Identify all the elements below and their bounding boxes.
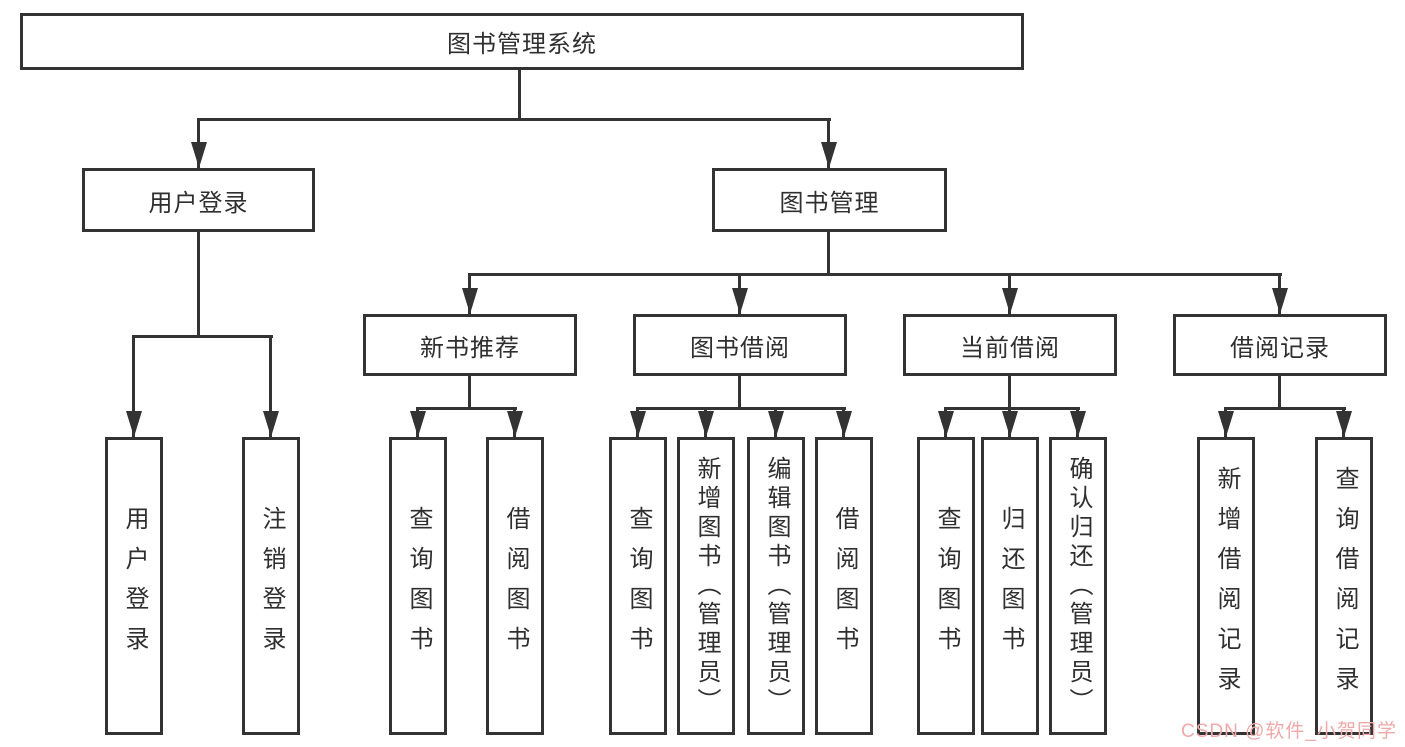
connector-arrow-drop [820, 118, 837, 168]
leaf-edit-books-admin: 编辑图书（管理员） [747, 437, 805, 735]
leaf-add-borrow-record: 新增借阅记录 [1197, 437, 1255, 735]
connector-stem-user-login [197, 232, 200, 335]
leaf-search-books-new: 查询图书 [389, 437, 447, 735]
node-label: 新书推荐 [420, 334, 520, 362]
connector-arrow-drop [1001, 407, 1018, 437]
leaf-search-books-borrowing: 查询图书 [609, 437, 667, 735]
connector-stem-book-management [827, 232, 830, 273]
connector-arrow-drop [731, 273, 748, 314]
connector-arrow-drop [125, 335, 142, 437]
connector-branch-user-login [132, 335, 273, 338]
leaf-label: 查询图书 [625, 506, 652, 666]
connector-arrow-drop [409, 407, 426, 437]
leaf-label: 查询图书 [405, 506, 432, 666]
connector-branch-new-book [416, 407, 517, 410]
connector-stem-current [1008, 376, 1011, 407]
leaf-search-books-current: 查询图书 [917, 437, 975, 735]
leaf-search-borrow-record: 查询借阅记录 [1315, 437, 1373, 735]
watermark: CSDN @软件_小贺同学 [1181, 721, 1397, 742]
connector-arrow-drop [1001, 273, 1018, 314]
node-user-login: 用户登录 [82, 168, 315, 232]
connector-arrow-drop [461, 273, 478, 314]
connector-stem-borrowing [738, 376, 741, 407]
connector-arrow-drop [937, 407, 954, 437]
connector-branch-borrowing [636, 407, 846, 410]
leaf-label: 新增借阅记录 [1213, 466, 1240, 706]
connector-branch-root [197, 118, 831, 121]
connector-arrow-drop [629, 407, 646, 437]
node-book-borrowing: 图书借阅 [633, 314, 847, 376]
node-current-borrowing: 当前借阅 [903, 314, 1117, 376]
connector-stem-records [1278, 376, 1281, 407]
leaf-label: 用户登录 [121, 506, 148, 666]
connector-arrow-drop [835, 407, 852, 437]
connector-branch-book-management [468, 273, 1282, 276]
connector-arrow-drop [262, 335, 279, 437]
node-label: 当前借阅 [960, 334, 1060, 362]
connector-branch-records [1224, 407, 1346, 410]
leaf-label: 注销登录 [258, 506, 285, 666]
connector-arrow-drop [1069, 407, 1086, 437]
node-label: 图书管理系统 [447, 31, 597, 58]
node-book-management: 图书管理 [712, 168, 947, 232]
leaf-confirm-return-admin: 确认归还（管理员） [1049, 437, 1107, 735]
node-library-system: 图书管理系统 [20, 13, 1024, 70]
connector-stem-new-book [468, 376, 471, 407]
leaf-borrow-books-new: 借阅图书 [486, 437, 544, 735]
connector-branch-current [944, 407, 1080, 410]
leaf-logout: 注销登录 [242, 437, 300, 735]
connector-arrow-drop [1271, 273, 1288, 314]
leaf-borrow-books-borrowing: 借阅图书 [815, 437, 873, 735]
leaf-add-books-admin: 新增图书（管理员） [677, 437, 735, 735]
node-label: 图书管理 [779, 189, 880, 217]
node-label: 借阅记录 [1230, 334, 1330, 362]
leaf-label: 编辑图书（管理员） [763, 455, 790, 717]
node-new-book-recommendation: 新书推荐 [363, 314, 577, 376]
node-label: 图书借阅 [690, 334, 790, 362]
node-label: 用户登录 [148, 189, 249, 217]
connector-arrow-drop [1217, 407, 1234, 437]
connector-stem-root [518, 70, 521, 118]
leaf-user-login: 用户登录 [105, 437, 163, 735]
connector-arrow-drop [1335, 407, 1352, 437]
leaf-label: 借阅图书 [831, 506, 858, 666]
leaf-label: 新增图书（管理员） [693, 455, 720, 717]
leaf-label: 借阅图书 [502, 506, 529, 666]
node-borrowing-records: 借阅记录 [1173, 314, 1387, 376]
connector-arrow-drop [190, 118, 207, 168]
connector-arrow-drop [697, 407, 714, 437]
leaf-label: 归还图书 [997, 506, 1024, 666]
leaf-label: 确认归还（管理员） [1065, 455, 1092, 717]
connector-arrow-drop [767, 407, 784, 437]
leaf-label: 查询图书 [933, 506, 960, 666]
leaf-return-books: 归还图书 [981, 437, 1039, 735]
connector-arrow-drop [506, 407, 523, 437]
leaf-label: 查询借阅记录 [1331, 466, 1358, 706]
